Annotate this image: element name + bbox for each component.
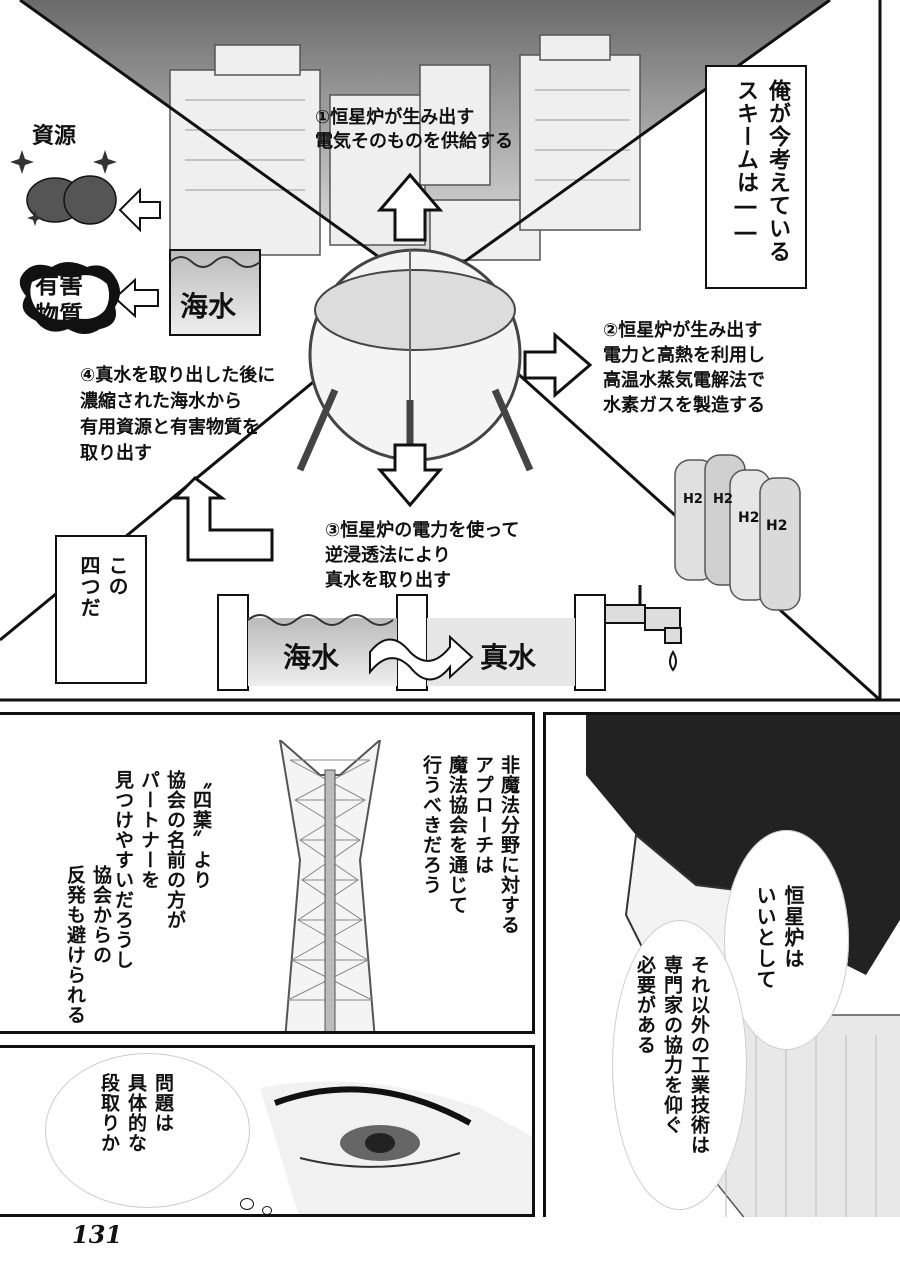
thought-dot-2	[262, 1206, 272, 1214]
label-harmful: 有害 物質	[35, 271, 83, 329]
middle-text-2: 〝四葉〟より 協会の名前の方が パートナーを 見つけやすいだろうし	[112, 770, 212, 970]
label-h2-4: H2	[766, 518, 788, 534]
label-h2-3: H2	[738, 510, 760, 526]
bubble2-text: それ以外の工業技術は 専門家の協力を仰ぐ 必要がある	[634, 955, 710, 1155]
bubble1-text: 恒星炉は いいとして	[753, 885, 805, 990]
page-number: 131	[72, 1220, 123, 1249]
label-h2-2: H2	[713, 492, 733, 507]
label-h2-1: H2	[683, 492, 703, 507]
middle-text-3: 協会からの 反発も避けられる	[64, 865, 112, 1025]
top-panel: 俺が今考えている スキームは―― ①恒星炉が生み出す 電気そのものを供給する ②…	[0, 0, 900, 703]
step4-text: ④真水を取り出した後に 濃縮された海水から 有用資源と有害物質を 取り出す	[80, 365, 276, 464]
summary-text: この 四つだ	[77, 555, 129, 618]
label-resources: 資源	[32, 124, 77, 149]
label-seawater-top: 海水	[180, 290, 237, 323]
bottom-bubble-text: 問題は 具体的な 段取りか	[98, 1073, 174, 1153]
speech-bubble-2	[612, 920, 747, 1210]
step1-text: ①恒星炉が生み出す 電気そのものを供給する	[315, 107, 513, 152]
narration-box: 俺が今考えている スキームは――	[705, 65, 807, 289]
right-panel: 恒星炉は いいとして それ以外の工業技術は 専門家の協力を仰ぐ 必要がある	[543, 712, 900, 1217]
tower-illustration	[278, 740, 382, 1031]
eye-closeup	[260, 1081, 532, 1214]
summary-box: この 四つだ	[55, 535, 147, 684]
label-freshwater: 真水	[480, 641, 537, 674]
middle-panel: 非魔法分野に対する アプローチは 魔法協会を通じて 行うべきだろう 〝四葉〟より…	[0, 712, 535, 1034]
thought-bubble	[45, 1053, 250, 1208]
speech-bubble-1	[724, 830, 849, 1050]
label-seawater-bottom: 海水	[283, 641, 340, 674]
step3-text: ③恒星炉の電力を使って 逆浸透法により 真水を取り出す	[325, 520, 520, 591]
bottom-panel: 問題は 具体的な 段取りか	[0, 1045, 535, 1217]
step2-text: ②恒星炉が生み出す 電力と高熱を利用し 高温水蒸気電解法で 水素ガスを製造する	[603, 320, 765, 416]
narration-text: 俺が今考えている スキームは――	[733, 79, 790, 263]
middle-text-1: 非魔法分野に対する アプローチは 魔法協会を通じて 行うべきだろう	[420, 755, 520, 935]
thought-dot-1	[240, 1198, 254, 1210]
top-panel-art	[0, 0, 900, 702]
